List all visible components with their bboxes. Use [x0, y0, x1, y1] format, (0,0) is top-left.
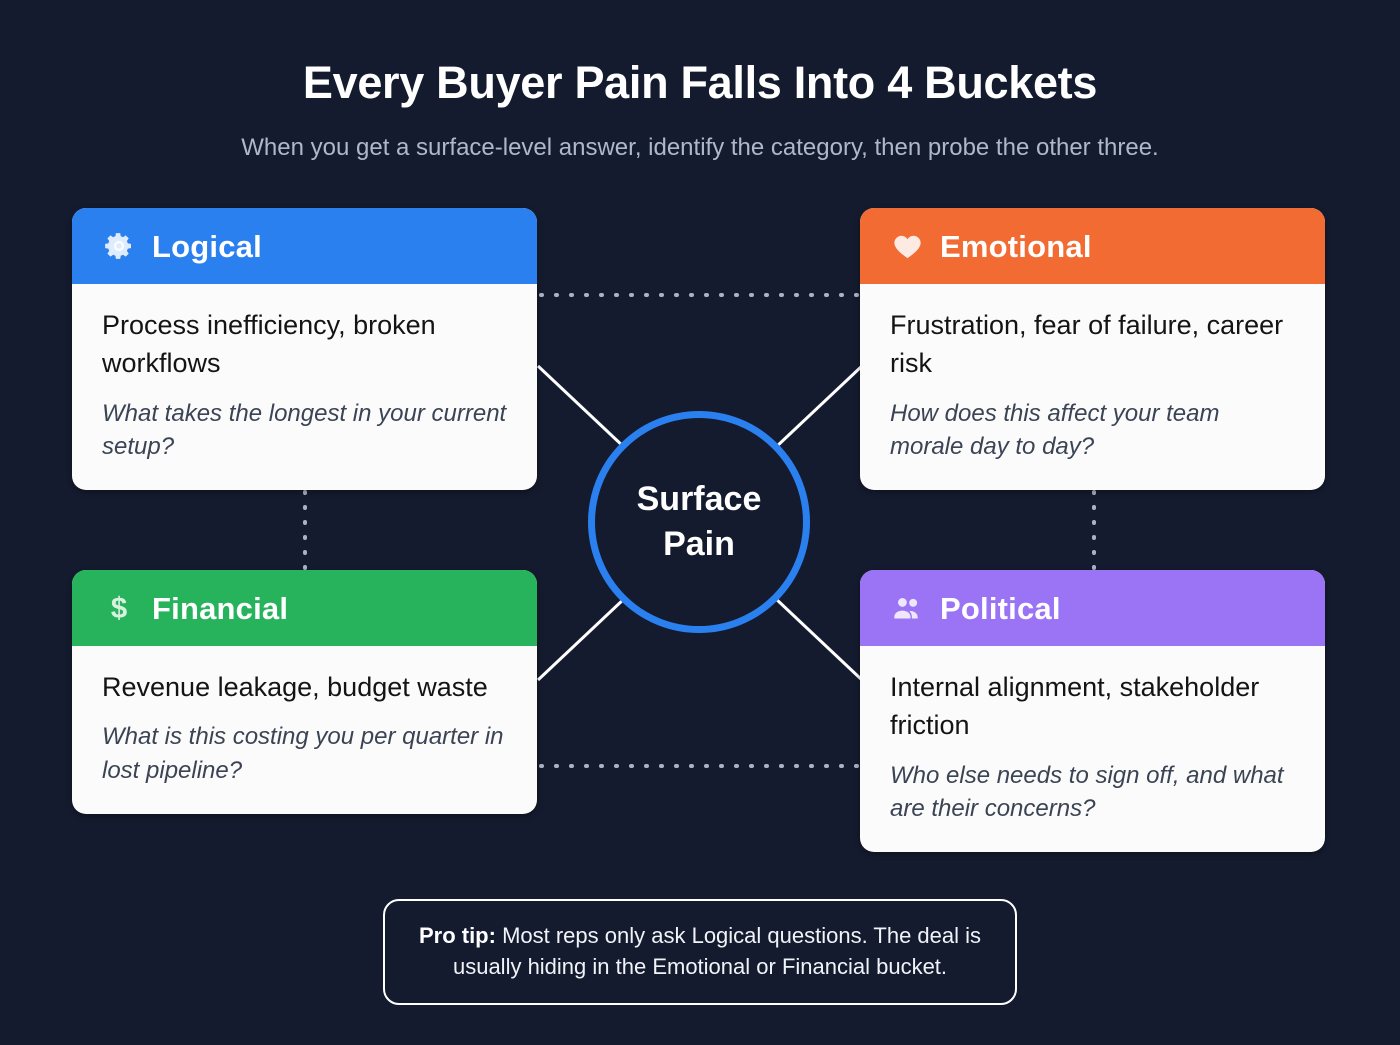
card-political-question: Who else needs to sign off, and what are…	[890, 761, 1284, 823]
svg-text:$: $	[111, 592, 127, 624]
heart-icon	[890, 229, 924, 263]
card-logical[interactable]: Logical Process inefficiency, broken wor…	[72, 208, 537, 490]
card-political-header: Political	[860, 570, 1325, 646]
card-financial-main-text: Revenue leakage, budget waste	[102, 672, 488, 702]
center-node-line-2: Pain	[663, 525, 735, 563]
card-logical-question: What takes the longest in your current s…	[102, 399, 507, 461]
card-political-body: Internal alignment, stakeholder friction…	[860, 646, 1325, 852]
card-financial-body: Revenue leakage, budget waste What is th…	[72, 646, 537, 814]
card-emotional[interactable]: Emotional Frustration, fear of failure, …	[860, 208, 1325, 490]
connector-emotional-to-center	[773, 364, 864, 450]
connector-political-to-center	[773, 596, 864, 682]
card-emotional-header: Emotional	[860, 208, 1325, 284]
connector-logical-to-center	[536, 364, 627, 450]
card-logical-main-text: Process inefficiency, broken workflows	[102, 310, 436, 379]
dollar-icon: $	[102, 591, 136, 625]
connector-financial-to-center	[536, 596, 627, 682]
card-emotional-main-text: Frustration, fear of failure, career ris…	[890, 310, 1284, 379]
people-icon	[890, 591, 924, 625]
card-emotional-label: Emotional	[940, 228, 1092, 264]
pro-tip-lead: Pro tip:	[418, 923, 496, 948]
card-political-main-text: Internal alignment, stakeholder friction	[890, 672, 1260, 741]
card-financial-label: Financial	[152, 590, 289, 626]
card-financial[interactable]: $ Financial Revenue leakage, budget wast…	[72, 570, 537, 814]
card-emotional-question: How does this affect your team morale da…	[890, 399, 1220, 461]
center-node-line-1: Surface	[636, 480, 762, 519]
card-political-label: Political	[940, 590, 1061, 626]
gear-icon	[102, 229, 136, 263]
card-logical-body: Process inefficiency, broken workflows W…	[72, 284, 537, 490]
card-logical-header: Logical	[72, 208, 537, 284]
page-title: Every Buyer Pain Falls Into 4 Buckets	[302, 57, 1098, 108]
pro-tip-text: Most reps only ask Logical questions. Th…	[452, 923, 982, 980]
card-financial-question: What is this costing you per quarter in …	[102, 723, 504, 784]
card-financial-header: $ Financial	[72, 570, 537, 646]
center-node-surface-pain: Surface Pain	[588, 411, 810, 633]
pro-tip-box: Pro tip: Most reps only ask Logical ques…	[383, 899, 1017, 1006]
card-political[interactable]: Political Internal alignment, stakeholde…	[860, 570, 1325, 852]
card-logical-label: Logical	[152, 228, 262, 264]
card-emotional-body: Frustration, fear of failure, career ris…	[860, 284, 1325, 490]
page-subtitle: When you get a surface-level answer, ide…	[241, 134, 1159, 161]
